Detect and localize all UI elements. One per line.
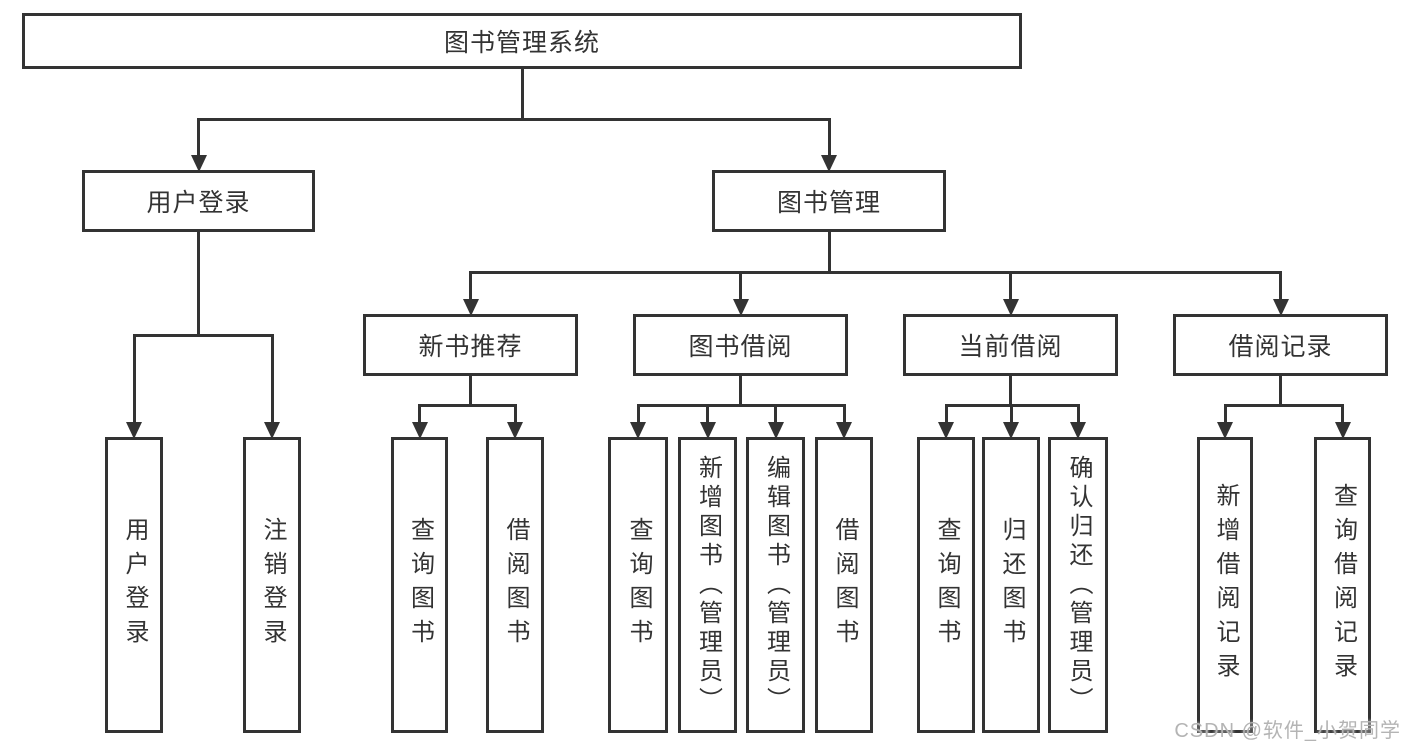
csdn-watermark: CSDN @软件_小贺同学 xyxy=(1174,720,1401,742)
connector-line xyxy=(520,67,524,119)
connector-line xyxy=(739,272,742,302)
node-logout-leaf: 注销登录 xyxy=(243,437,301,733)
connector-line xyxy=(1009,405,1013,425)
node-return-books: 归还图书 xyxy=(982,437,1040,733)
connector-line xyxy=(132,335,136,425)
node-label: 当前借阅 xyxy=(958,333,1063,361)
arrow-down-icon xyxy=(699,422,716,439)
node-label: 编辑图书（管理员） xyxy=(762,454,790,716)
connector-line xyxy=(1009,374,1012,405)
arrow-down-icon xyxy=(507,422,523,439)
node-edit-books-admin: 编辑图书（管理员） xyxy=(746,437,805,733)
arrow-down-icon xyxy=(462,299,479,316)
arrow-down-icon xyxy=(190,155,207,172)
node-label: 新增借阅记录 xyxy=(1212,483,1239,687)
connector-line xyxy=(827,230,831,272)
connector-line xyxy=(418,405,421,425)
node-query-books: 查询图书 xyxy=(608,437,668,733)
arrow-down-icon xyxy=(411,422,428,439)
node-borrow-books: 借阅图书 xyxy=(486,437,544,733)
connector-line xyxy=(1076,405,1080,425)
node-confirm-return-admin: 确认归还（管理员） xyxy=(1048,437,1108,733)
node-add-books-admin: 新增图书（管理员） xyxy=(678,437,737,733)
connector-line xyxy=(739,374,742,405)
connector-line xyxy=(418,403,517,407)
node-label: 新增图书（管理员） xyxy=(694,454,722,716)
connector-line xyxy=(1223,403,1344,407)
node-query-books: 查询图书 xyxy=(917,437,975,733)
node-new-book-recommend: 新书推荐 xyxy=(363,314,578,376)
arrow-down-icon xyxy=(264,422,280,439)
connector-line xyxy=(469,272,472,302)
node-add-borrow-record: 新增借阅记录 xyxy=(1197,437,1253,733)
arrow-down-icon xyxy=(1334,422,1351,439)
connector-line xyxy=(774,405,777,425)
connector-line xyxy=(842,405,846,425)
connector-line xyxy=(469,374,472,405)
connector-line xyxy=(827,119,831,158)
arrow-down-icon xyxy=(1002,299,1019,316)
connector-line xyxy=(197,230,200,335)
node-label: 图书借阅 xyxy=(688,333,793,361)
node-label: 用户登录 xyxy=(146,189,251,217)
connector-line xyxy=(270,335,274,425)
node-label: 查询借阅记录 xyxy=(1329,483,1357,687)
node-borrow-books: 借阅图书 xyxy=(815,437,873,733)
connector-line xyxy=(469,270,1282,274)
node-book-borrowing: 图书借阅 xyxy=(633,314,848,376)
node-label: 新书推荐 xyxy=(418,333,523,361)
arrow-down-icon xyxy=(821,155,837,172)
connector-line xyxy=(513,405,517,425)
node-label: 借阅图书 xyxy=(502,517,529,653)
connector-line xyxy=(944,405,948,425)
arrow-down-icon xyxy=(1217,422,1233,439)
arrow-down-icon xyxy=(732,299,749,316)
node-borrowing-records: 借阅记录 xyxy=(1173,314,1388,376)
node-label: 借阅图书 xyxy=(831,517,858,653)
arrow-down-icon xyxy=(938,422,954,439)
arrow-down-icon xyxy=(126,422,142,439)
connector-line xyxy=(132,333,274,337)
connector-line xyxy=(1009,272,1012,302)
node-label: 借阅记录 xyxy=(1228,333,1333,361)
connector-line xyxy=(197,117,831,121)
node-library-management-system: 图书管理系统 xyxy=(22,13,1022,69)
node-label: 归还图书 xyxy=(998,517,1025,653)
node-label: 注销登录 xyxy=(259,517,286,653)
connector-line xyxy=(1341,405,1344,425)
arrow-down-icon xyxy=(836,422,852,439)
node-user-login-leaf: 用户登录 xyxy=(105,437,163,733)
arrow-down-icon xyxy=(630,422,646,439)
node-label: 图书管理系统 xyxy=(443,29,600,57)
arrow-down-icon xyxy=(1070,422,1086,439)
connector-line xyxy=(1279,272,1282,302)
connector-line xyxy=(636,405,640,425)
node-label: 查询图书 xyxy=(933,517,960,653)
node-label: 确认归还（管理员） xyxy=(1065,454,1092,716)
connector-line xyxy=(197,119,200,158)
arrow-down-icon xyxy=(1003,422,1019,439)
node-query-borrow-record: 查询借阅记录 xyxy=(1314,437,1371,733)
node-label: 用户登录 xyxy=(121,517,148,653)
arrow-down-icon xyxy=(1272,299,1289,316)
connector-line xyxy=(1223,405,1227,425)
connector-line xyxy=(636,403,846,407)
node-query-books: 查询图书 xyxy=(391,437,448,733)
node-label: 图书管理 xyxy=(776,189,881,217)
node-current-borrowing: 当前借阅 xyxy=(903,314,1118,376)
connector-line xyxy=(706,405,709,425)
arrow-down-icon xyxy=(767,422,784,439)
connector-line xyxy=(1279,374,1282,405)
node-user-login: 用户登录 xyxy=(82,170,315,232)
node-book-management: 图书管理 xyxy=(712,170,946,232)
node-label: 查询图书 xyxy=(625,517,652,653)
node-label: 查询图书 xyxy=(406,517,434,653)
